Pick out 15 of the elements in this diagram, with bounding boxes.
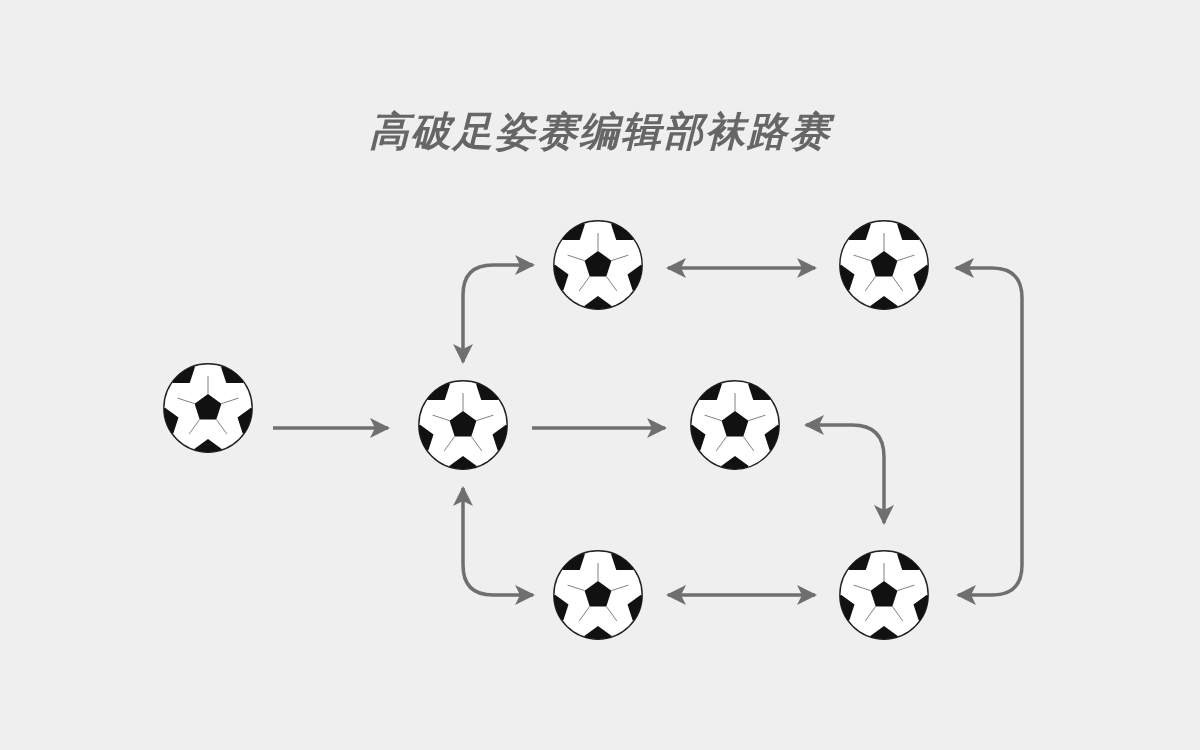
soccer-ball-drawing	[551, 548, 645, 642]
arrow	[666, 258, 817, 278]
arrow	[666, 585, 817, 605]
soccer-ball-drawing	[837, 218, 931, 312]
arrow	[453, 255, 535, 364]
arrow	[532, 418, 667, 438]
soccer-ball-drawing	[551, 218, 645, 312]
arrow	[954, 258, 1024, 605]
arrow	[453, 486, 535, 605]
soccer-ball-drawing	[416, 378, 510, 472]
soccer-ball-drawing	[837, 548, 931, 642]
soccer-ball-drawing	[688, 378, 782, 472]
soccer-ball-drawing	[161, 361, 255, 455]
arrow	[804, 415, 894, 525]
arrow	[273, 418, 390, 438]
